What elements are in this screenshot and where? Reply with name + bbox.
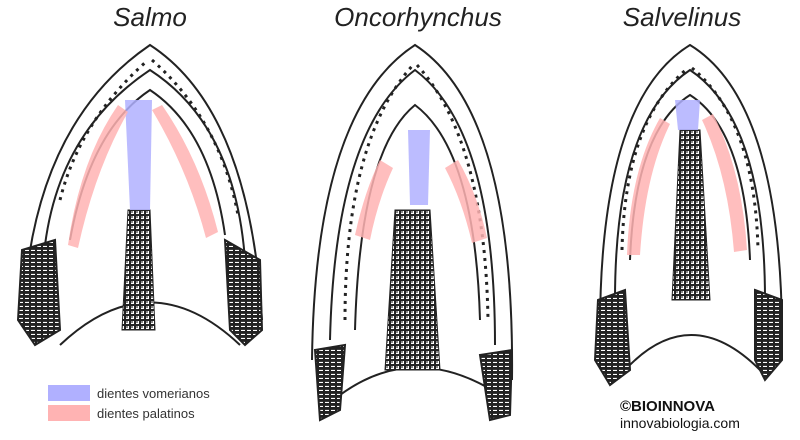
vomerine-teeth-salvelinus [675, 100, 700, 130]
jaw-salmo [16, 43, 264, 347]
legend-label: dientes vomerianos [97, 385, 210, 401]
legend-label: dientes palatinos [97, 405, 195, 421]
legend-swatch-blue [48, 385, 90, 401]
legend: dientes vomerianos dientes palatinos [48, 383, 210, 423]
website-url: innovabiologia.com [620, 415, 740, 431]
palatine-teeth-right-salmo [152, 105, 218, 238]
palatine-teeth-left-salmo [68, 105, 128, 248]
legend-item-vomerine: dientes vomerianos [48, 383, 210, 403]
palatine-teeth-left-salvelinus [627, 118, 670, 255]
title-salmo: Salmo [113, 2, 187, 32]
legend-swatch-red [48, 405, 90, 421]
palatine-teeth-right-oncorhynchus [445, 160, 487, 243]
title-oncorhynchus: Oncorhynchus [334, 2, 502, 32]
jaw-salvelinus [593, 43, 783, 387]
legend-item-palatine: dientes palatinos [48, 403, 210, 423]
credit: ©BIOINNOVA innovabiologia.com [620, 398, 740, 431]
palatine-teeth-right-salvelinus [702, 114, 747, 252]
vomerine-teeth-oncorhynchus [408, 130, 430, 205]
title-salvelinus: Salvelinus [622, 2, 742, 32]
jaw-oncorhynchus [311, 43, 514, 422]
palatine-teeth-left-oncorhynchus [355, 160, 393, 240]
brand-name: ©BIOINNOVA [620, 398, 715, 415]
vomerine-teeth-salmo [125, 100, 152, 210]
